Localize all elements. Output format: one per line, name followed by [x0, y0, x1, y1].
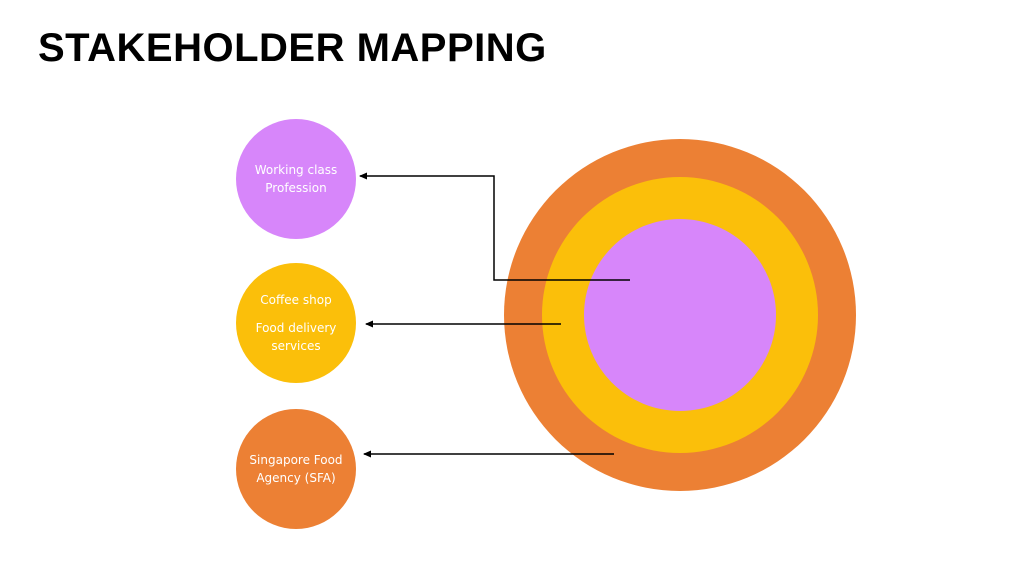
stakeholder-label: services [271, 339, 321, 353]
inner-ring [584, 219, 776, 411]
stakeholder-label: Food delivery [255, 321, 337, 335]
stakeholder-label: Coffee shop [260, 293, 332, 307]
stakeholder-working-class: Working class Profession [236, 119, 356, 239]
page-title: STAKEHOLDER MAPPING [38, 26, 547, 70]
stakeholder-label: Singapore Food [249, 453, 343, 467]
stakeholder-label: Working class [254, 163, 338, 177]
arrow-inner-to-working-class [359, 172, 630, 281]
stakeholder-label: Profession [265, 181, 327, 195]
stakeholder-coffee-shop: Coffee shop Food delivery services [236, 263, 356, 383]
stakeholder-label: Agency (SFA) [256, 471, 336, 485]
stakeholder-sfa: Singapore Food Agency (SFA) [236, 409, 356, 529]
